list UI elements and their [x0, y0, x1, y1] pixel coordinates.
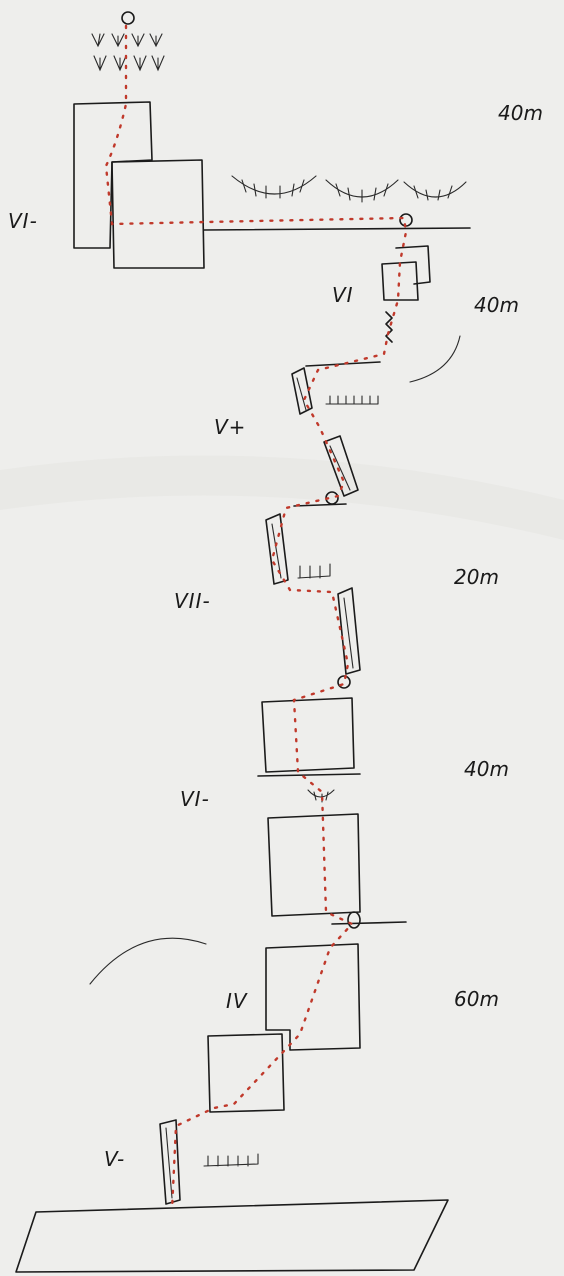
- top-ledge: [203, 175, 471, 231]
- base-ground-slab: [15, 1199, 449, 1273]
- roof-hatch-pitch-3: [325, 395, 379, 405]
- ledge-pitch-5: [257, 773, 361, 777]
- corner-symbol-pitch-3b: [323, 435, 359, 497]
- curve-stroke: [409, 335, 461, 383]
- belay-station-3: [337, 675, 351, 689]
- pitch-5-grade: VI-: [180, 787, 210, 811]
- pitch-2-grade: VI: [332, 283, 354, 307]
- corner-symbol-pitch-7: [159, 1119, 181, 1205]
- corner-symbol-pitch-3: [291, 367, 313, 415]
- curve-stroke-2: [89, 937, 207, 985]
- pitch-4-length: 20m: [454, 565, 499, 589]
- block-pitch-5b: [267, 813, 361, 917]
- crack-squiggle: [385, 311, 393, 343]
- corner-symbol-pitch-4: [265, 513, 289, 585]
- summit-blocks: [73, 101, 205, 269]
- pitch-6-length: 60m: [454, 987, 499, 1011]
- pitch-2-length: 40m: [474, 293, 519, 317]
- roof-hatch-pitch-7: [203, 1153, 259, 1167]
- summit-tree-symbols: [91, 11, 165, 72]
- pitch-6-grade: IV: [226, 989, 248, 1013]
- paper-fold-shadow: [0, 455, 564, 540]
- ledge-pitch-3: [305, 361, 381, 367]
- roof-hatch-pitch-4: [297, 563, 331, 579]
- pitch-5-length: 40m: [464, 757, 509, 781]
- small-bush-pitch-5: [307, 789, 335, 803]
- pitch-1-grade: VI-: [8, 209, 38, 233]
- pitch-3-grade: V+: [214, 415, 246, 439]
- pitch-2-blocks: [381, 245, 431, 301]
- pitch-7-grade: V-: [104, 1147, 125, 1171]
- ledge-pitch-4: [293, 503, 347, 507]
- pitch-4-grade: VII-: [174, 589, 211, 613]
- block-pitch-5a: [261, 697, 355, 773]
- route-line: [104, 24, 408, 1212]
- block-pitch-6b: [207, 1033, 285, 1113]
- ledge-pitch-6: [331, 921, 407, 925]
- pitch-1-length: 40m: [498, 101, 543, 125]
- belay-station-4: [347, 911, 361, 929]
- block-pitch-6a: [265, 943, 361, 1051]
